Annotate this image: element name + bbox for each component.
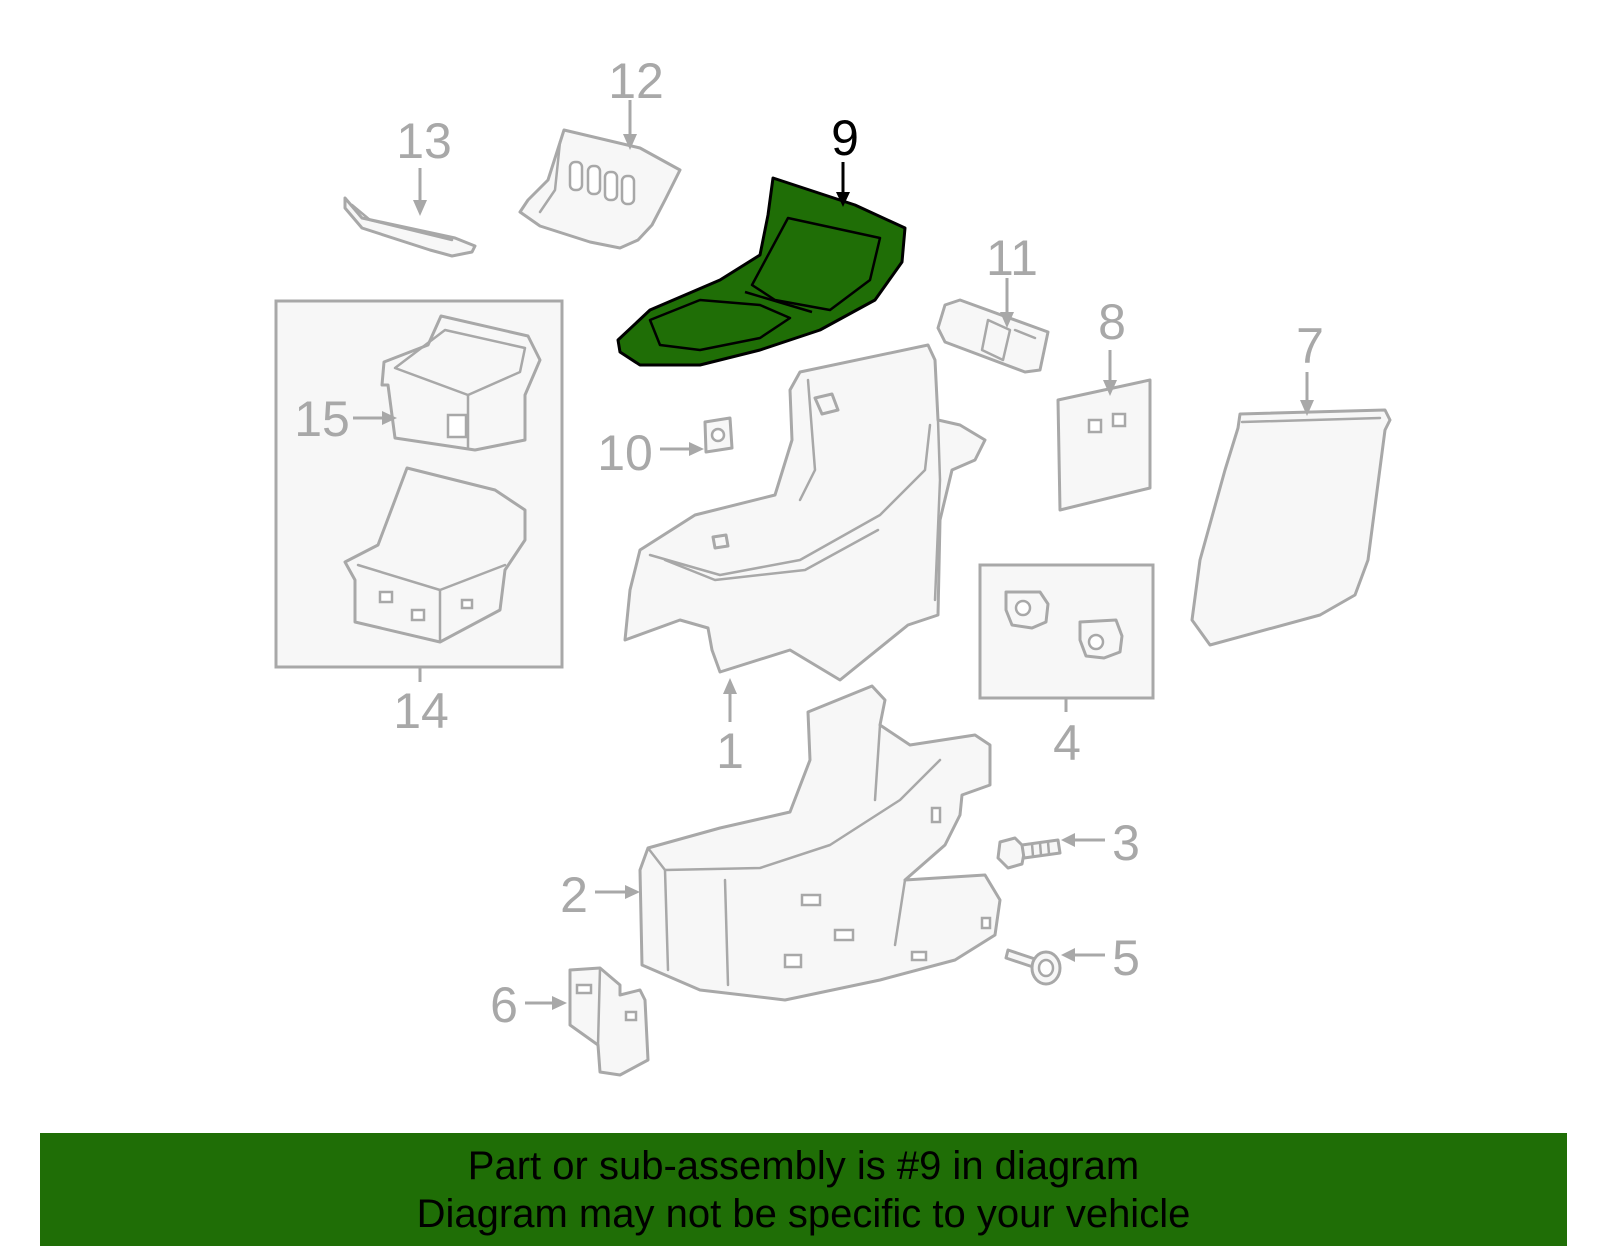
callout-9: 9 — [831, 110, 859, 166]
part-1-console-housing[interactable] — [623, 343, 987, 682]
callout-10: 10 — [597, 425, 653, 481]
group-box-4 — [978, 563, 1155, 700]
leader-11 — [1000, 278, 1014, 328]
leader-10 — [660, 442, 704, 456]
leader-12 — [623, 100, 637, 150]
banner-line-2: Diagram may not be specific to your vehi… — [416, 1191, 1191, 1236]
leader-3 — [1061, 833, 1105, 847]
leader-8 — [1103, 350, 1117, 396]
callout-5: 5 — [1112, 930, 1140, 986]
info-banner: Part or sub-assembly is #9 in diagram Di… — [40, 1133, 1567, 1246]
callout-4: 4 — [1053, 715, 1081, 771]
leader-2 — [595, 885, 640, 899]
part-12-switch-bezel[interactable] — [518, 128, 682, 250]
callout-3: 3 — [1112, 815, 1140, 871]
part-3-bolt[interactable] — [996, 836, 1062, 870]
callout-15: 15 — [294, 391, 350, 447]
part-14-cup-holder-lower[interactable] — [343, 466, 527, 644]
part-4-clip-a[interactable] — [1004, 590, 1050, 630]
leader-15 — [353, 411, 397, 425]
part-11-bracket[interactable] — [936, 298, 1050, 374]
callout-8: 8 — [1098, 294, 1126, 350]
part-13-trim-strip[interactable] — [343, 196, 477, 258]
leader-6 — [525, 996, 567, 1010]
leader-7 — [1300, 372, 1314, 416]
callout-11: 11 — [986, 230, 1038, 286]
callout-2: 2 — [560, 867, 588, 923]
callout-13: 13 — [396, 113, 452, 169]
callout-12: 12 — [608, 53, 664, 109]
group-box-14 — [274, 299, 564, 669]
part-5-push-pin[interactable] — [1004, 948, 1062, 986]
callout-14: 14 — [393, 683, 449, 739]
callout-7: 7 — [1296, 318, 1324, 374]
leader-9 — [836, 162, 850, 207]
part-10-clip[interactable] — [703, 416, 734, 454]
part-15-cup-holder[interactable] — [380, 314, 542, 452]
part-6-bracket[interactable] — [568, 966, 650, 1077]
leader-5 — [1061, 948, 1105, 962]
part-8-pad[interactable] — [1056, 378, 1152, 512]
part-9-console-tray[interactable] — [616, 176, 907, 367]
leader-13 — [413, 168, 427, 216]
leader-1 — [723, 678, 737, 722]
part-2-console-frame[interactable] — [638, 684, 1002, 1002]
callout-6: 6 — [490, 977, 518, 1033]
callout-1: 1 — [716, 723, 744, 779]
part-7-side-panel[interactable] — [1190, 408, 1392, 647]
part-4-clip-b[interactable] — [1078, 618, 1124, 660]
banner-line-1: Part or sub-assembly is #9 in diagram — [467, 1143, 1140, 1188]
